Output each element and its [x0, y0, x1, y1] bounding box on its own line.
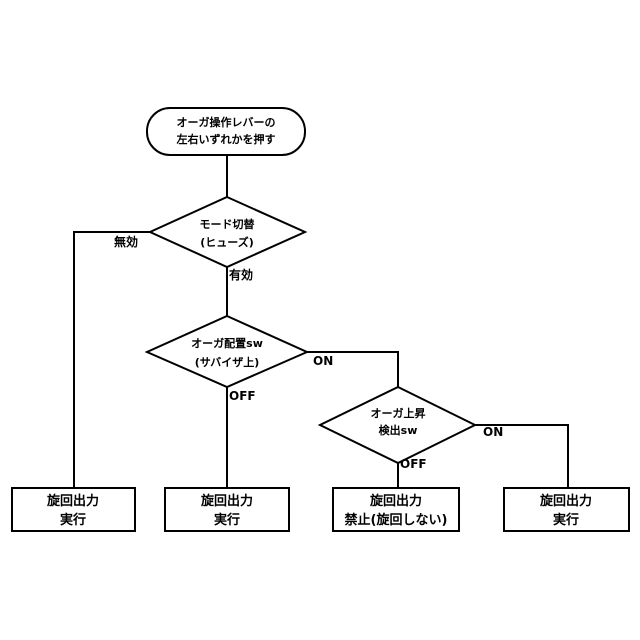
label-mode-invalid: 無効 [114, 234, 138, 249]
output-box-2-line1: 旋回出力 [200, 493, 253, 509]
output-box-2: 旋回出力 実行 [165, 488, 289, 531]
decision-auger-position-line2: (サバイザ上) [195, 355, 260, 369]
decision-mode-line1: モード切替 [200, 217, 256, 231]
decision-mode: モード切替 (ヒューズ) [150, 197, 305, 267]
output-box-4-line1: 旋回出力 [539, 493, 592, 509]
output-box-3: 旋回出力 禁止(旋回しない) [333, 488, 459, 531]
output-box-1-line2: 実行 [60, 512, 86, 528]
start-line1: オーガ操作レバーの [177, 115, 276, 129]
decision-auger-position: オーガ配置sw (サバイザ上) [147, 316, 307, 387]
start-line2: 左右いずれかを押す [176, 132, 276, 146]
decision-auger-position-line1: オーガ配置sw [191, 336, 263, 350]
edge-mode-invalid [74, 232, 150, 488]
output-box-1: 旋回出力 実行 [12, 488, 135, 531]
decision-mode-line2: (ヒューズ) [200, 235, 254, 249]
output-box-3-line1: 旋回出力 [369, 493, 422, 509]
decision-auger-lift: オーガ上昇 検出sw [320, 387, 475, 463]
output-box-3-line2: 禁止(旋回しない) [345, 512, 448, 528]
start-node: オーガ操作レバーの 左右いずれかを押す [147, 108, 305, 155]
label-mode-valid: 有効 [229, 267, 253, 282]
decision-auger-lift-line2: 検出sw [379, 423, 418, 437]
output-box-4-line2: 実行 [553, 512, 579, 528]
output-box-4: 旋回出力 実行 [504, 488, 629, 531]
decision-auger-lift-line1: オーガ上昇 [371, 406, 426, 420]
output-box-2-line2: 実行 [214, 512, 240, 528]
label-pos-on: ON [313, 354, 333, 368]
output-box-1-line1: 旋回出力 [46, 493, 99, 509]
label-lift-off: OFF [400, 457, 427, 471]
label-pos-off: OFF [229, 389, 256, 403]
label-lift-on: ON [483, 425, 503, 439]
